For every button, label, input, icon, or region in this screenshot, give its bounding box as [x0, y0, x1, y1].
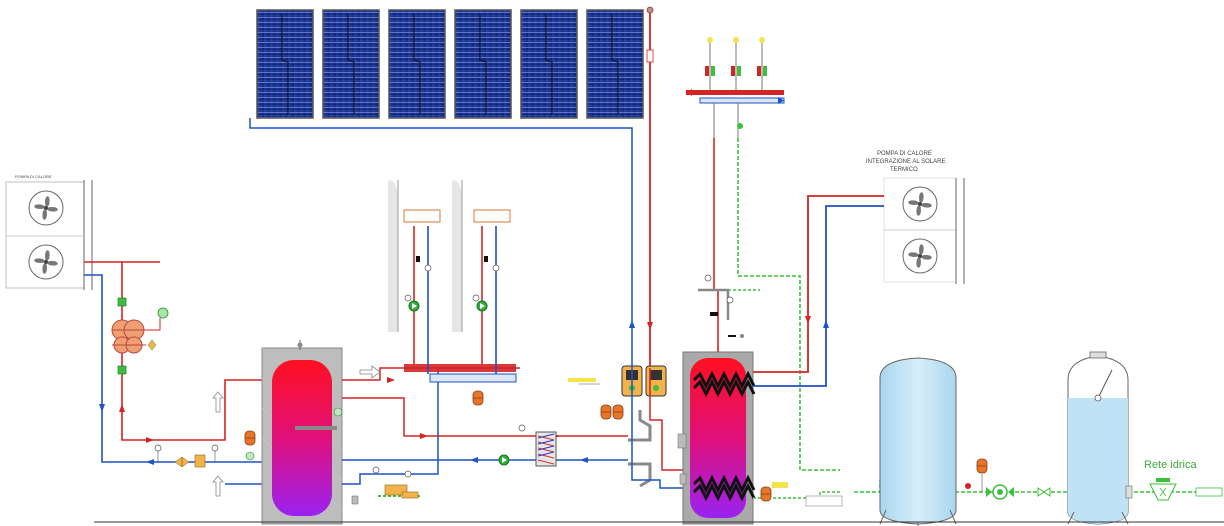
tank-bottom-fittings — [351, 466, 420, 505]
plate-heat-exchanger — [498, 424, 557, 467]
pump-icon — [498, 454, 510, 466]
heat-pump-left: POMPA DI CALORE — [5, 174, 93, 290]
expansion-vessel-icon — [472, 390, 484, 406]
expansion-vessel-icon — [976, 458, 988, 474]
solar-panel — [520, 9, 578, 119]
solar-panel — [388, 9, 446, 119]
heat-pump-right-label-1: POMPA DI CALORE — [877, 151, 932, 157]
solar-return-pipe — [249, 118, 633, 360]
pump-icon — [408, 300, 420, 312]
hp-right-flow-pipe — [753, 195, 884, 373]
puffer-tank — [261, 340, 343, 525]
return-line-fittings — [154, 444, 219, 468]
solar-panel — [256, 9, 314, 119]
fan-icon — [28, 190, 64, 226]
hydraulic-group-left — [111, 297, 169, 375]
fan-icon — [902, 186, 938, 222]
solar-pump-station — [568, 320, 690, 489]
hp-right-return-pipe — [753, 205, 884, 387]
expansion-vessel-icon — [600, 404, 612, 420]
heating-circuit-1 — [388, 180, 441, 374]
fan-icon — [902, 238, 938, 274]
dhw-storage-tank — [677, 351, 756, 525]
expansion-vessel-icon — [612, 404, 624, 420]
solar-panel — [454, 9, 512, 119]
water-meter — [986, 484, 1014, 500]
heat-pump-left-label: POMPA DI CALORE — [15, 174, 52, 179]
expansion-vessel-icon — [760, 486, 772, 502]
hp-left-return-pipe — [84, 274, 262, 463]
heat-pump-right-label-2: INTEGRAZIONE AL SOLARE — [866, 159, 945, 165]
heating-circuit-2 — [452, 180, 511, 374]
hp-left-flow-pipe — [84, 261, 262, 441]
solar-panel — [322, 9, 380, 119]
filter-icon — [1149, 478, 1177, 501]
expansion-vessel-icon — [244, 430, 256, 446]
gauge-icon — [157, 307, 169, 319]
valve-icon — [147, 339, 157, 351]
heat-pump-right: POMPA DI CALORE INTEGRAZIONE AL SOLARE T… — [866, 151, 965, 284]
storage-vessel-2 — [1067, 351, 1133, 525]
solar-collector-array — [256, 9, 644, 119]
pump-icon — [476, 300, 488, 312]
storage-vessel-1 — [879, 357, 957, 526]
fan-icon — [28, 244, 64, 280]
solar-panel — [586, 9, 644, 119]
heat-pump-right-label-3: TERMICO — [890, 167, 918, 173]
water-mains-label: Rete idrica — [1144, 459, 1197, 471]
dhw-distribution-manifold — [686, 37, 785, 138]
